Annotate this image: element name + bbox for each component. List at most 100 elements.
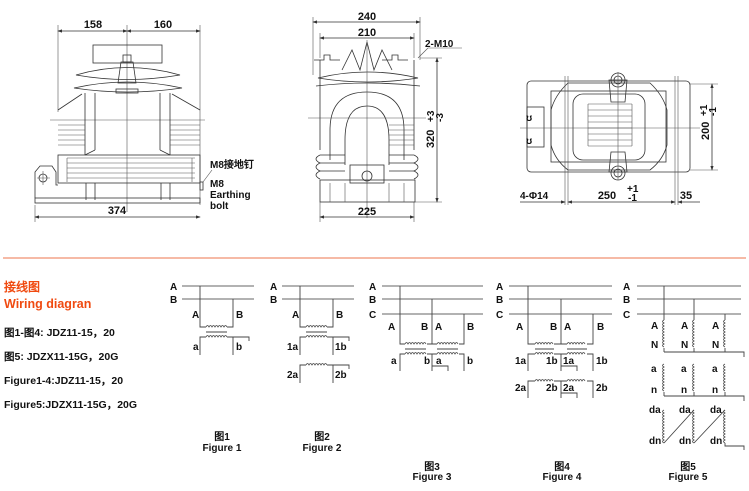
- terminal-1a: 1a: [563, 356, 575, 367]
- secondary-coil: [305, 335, 328, 338]
- terminal-n: n: [681, 385, 687, 396]
- dim-374: 374: [108, 205, 127, 217]
- secondary-coil: [534, 352, 554, 355]
- secondary-coil: [566, 352, 586, 355]
- bus-label-a: A: [170, 282, 177, 293]
- wiring-figure-3: A B C A B A B a b a b 图3 Figure 3: [369, 282, 483, 483]
- primary-coil: [534, 342, 554, 345]
- terminal-A: A: [712, 321, 719, 332]
- terminal-1b: 1b: [596, 356, 608, 367]
- terminal-a: a: [436, 356, 442, 367]
- dim-225: 225: [358, 206, 376, 218]
- terminal-da: da: [679, 405, 691, 416]
- bus-label-c: C: [496, 310, 503, 321]
- wiring-figure-2: A B A B 1a 1b 2a 2b 图2 Figure 2: [270, 282, 354, 454]
- wiring-figure-1: A B A B a b 图1 Figure 1: [170, 282, 254, 454]
- terminal-N: N: [712, 340, 719, 351]
- terminal-A: A: [435, 322, 442, 333]
- terminal-2b: 2b: [335, 370, 347, 381]
- terminal-1b: 1b: [546, 356, 558, 367]
- residual-coil: [723, 409, 726, 444]
- terminal-B: B: [597, 322, 604, 333]
- dim-160: 160: [154, 19, 172, 31]
- terminal-B: B: [550, 322, 557, 333]
- terminal-B: B: [236, 310, 243, 321]
- figure-caption-cn: 图1: [214, 431, 230, 443]
- holes-4-phi-14: 4-Φ14: [520, 191, 549, 202]
- dim-35: 35: [680, 190, 692, 202]
- bus-label-b: B: [496, 295, 503, 306]
- terminal-2b: 2b: [596, 383, 608, 394]
- terminal-dn: dn: [679, 436, 691, 447]
- terminal-a: a: [681, 364, 687, 375]
- terminal-N: N: [681, 340, 688, 351]
- primary-coil: [305, 325, 328, 328]
- bus-label-a: A: [369, 282, 376, 293]
- primary-coil: [662, 319, 665, 348]
- terminal-1a: 1a: [287, 342, 299, 353]
- bus-label-a: A: [496, 282, 503, 293]
- terminal-B: B: [336, 310, 343, 321]
- wiring-title-en: Wiring diagran: [4, 297, 91, 311]
- wiring-figure-5: A B C A A A N N N a a a n n n da da da d…: [623, 282, 745, 483]
- terminal-da: da: [649, 405, 661, 416]
- terminal-A: A: [681, 321, 688, 332]
- plan-view-drawing: ʊ ʊ 200 +1 -1 4-Φ14 250 +1 -1 35: [520, 72, 719, 205]
- dim-200-tol-minus: -1: [708, 107, 719, 116]
- side-view-drawing: 240 210 2-M10 320 +3 -3 225: [308, 11, 462, 222]
- terminal-B: B: [421, 322, 428, 333]
- terminal-da: da: [710, 405, 722, 416]
- figure-caption-cn: 图4: [554, 461, 570, 473]
- terminal-dn: dn: [649, 436, 661, 447]
- secondary-coil: [662, 363, 665, 392]
- dim-320-tol-minus: -3: [435, 113, 446, 122]
- dim-240: 240: [358, 11, 376, 23]
- wiring-figure-4: A B C A B A B 1a 1b 1a 1b 2a 2b 2a 2b 图4…: [496, 282, 612, 483]
- primary-coil: [436, 342, 459, 345]
- secondary-coil: [692, 363, 695, 392]
- terminal-A: A: [516, 322, 523, 333]
- primary-coil: [723, 319, 726, 348]
- figure-caption-cn: 图3: [424, 461, 440, 473]
- secondary-coil-2: [566, 379, 586, 382]
- figure-caption-en: Figure 1: [203, 443, 242, 454]
- terminal-1a: 1a: [515, 356, 527, 367]
- earthing-bolt-label-m8: M8: [210, 179, 224, 190]
- terminal-A: A: [388, 322, 395, 333]
- secondary-coil: [205, 335, 228, 338]
- terminal-A: A: [651, 321, 658, 332]
- dim-250-tol-plus: +1: [627, 184, 639, 195]
- earthing-bolt-label-bolt: bolt: [210, 201, 229, 212]
- dim-210: 210: [358, 27, 376, 39]
- earthing-bolt-label-earthing: Earthing: [210, 190, 251, 201]
- bus-label-c: C: [369, 310, 376, 321]
- front-view-drawing: 158 160 374 M8接地钉 M8 Earthing bolt: [34, 19, 254, 222]
- terminal-A: A: [292, 310, 299, 321]
- terminal-b: b: [424, 356, 430, 367]
- model-note: 图5: JDZX11-15G，20G: [4, 351, 118, 363]
- dim-320-tol-plus: +3: [426, 110, 437, 122]
- wiring-legend: 接线图 Wiring diagran 图1-图4: JDZ11-15，20 图5…: [4, 279, 137, 411]
- bus-label-a: A: [270, 282, 277, 293]
- terminal-a: a: [193, 342, 199, 353]
- figure-caption-en: Figure 3: [413, 472, 452, 483]
- dim-158: 158: [84, 19, 102, 31]
- wiring-title-cn: 接线图: [4, 279, 40, 294]
- bus-label-c: C: [623, 310, 630, 321]
- terminal-B: B: [467, 322, 474, 333]
- terminal-2a: 2a: [287, 370, 299, 381]
- terminal-n: n: [651, 385, 657, 396]
- figure-caption-en: Figure 4: [543, 472, 582, 483]
- terminal-2a: 2a: [515, 383, 527, 394]
- terminal-1b: 1b: [335, 342, 347, 353]
- figure-caption-cn: 图2: [314, 431, 330, 443]
- terminal-2b: 2b: [546, 383, 558, 394]
- terminal-b: b: [467, 356, 473, 367]
- bolt-label-2-m10: 2-M10: [425, 39, 454, 50]
- figure-caption-en: Figure 5: [669, 472, 708, 483]
- terminal-icon: ʊ: [526, 113, 532, 124]
- bus-label-b: B: [270, 295, 277, 306]
- terminal-a: a: [651, 364, 657, 375]
- primary-coil: [205, 325, 228, 328]
